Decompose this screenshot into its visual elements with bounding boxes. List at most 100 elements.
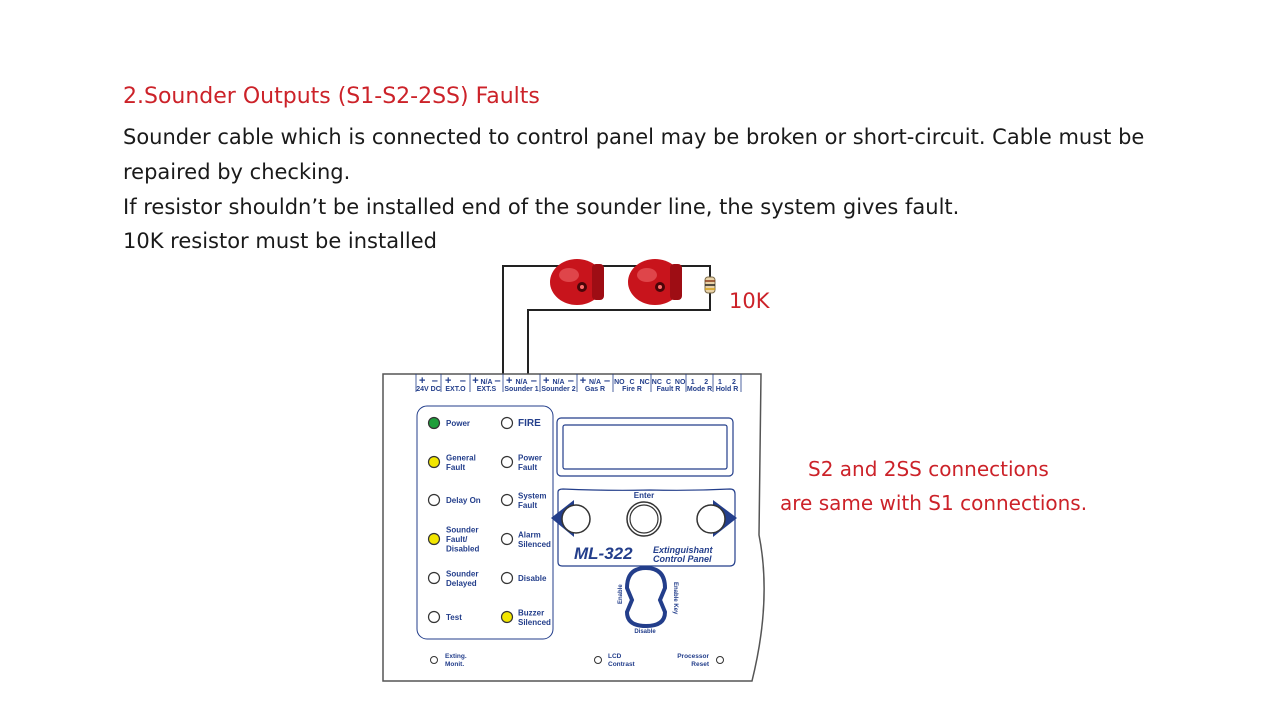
enable-label: Enable xyxy=(618,584,624,604)
terminal-2-1: + xyxy=(445,375,451,387)
right-led-6 xyxy=(500,610,514,624)
terminal-group-label: Gas R xyxy=(585,386,605,393)
right-led-label: Fault xyxy=(518,463,537,472)
terminal-5-3: – xyxy=(568,375,574,387)
disable-label: Disable xyxy=(634,629,656,635)
left-led-2 xyxy=(427,455,441,469)
left-led-label: Test xyxy=(446,613,462,622)
panel-subtitle-1: Extinguishant xyxy=(653,545,714,555)
terminal-strip: +–24V DC+–EXT.O+N/A–EXT.S+N/A–Sounder 1+… xyxy=(415,374,742,393)
left-led-label: General xyxy=(446,453,476,462)
terminal-group-label: EXT.S xyxy=(477,386,497,393)
right-led-label: Alarm xyxy=(518,530,541,539)
bottom-control-label: Exting. xyxy=(445,653,467,660)
model-label: ML-322 xyxy=(574,544,633,563)
right-led-5 xyxy=(500,571,514,585)
terminal-group-label: Fault R xyxy=(657,386,681,393)
terminal-5-1: + xyxy=(543,375,549,387)
right-led-label: Disable xyxy=(518,574,547,583)
side-note-line-2: are same with S1 connections. xyxy=(780,491,1088,515)
bottom-control-button[interactable] xyxy=(430,656,438,664)
enter-label: Enter xyxy=(634,491,654,500)
sounder-device-1-icon xyxy=(550,259,604,305)
resistor-value-label: 10K xyxy=(729,289,770,313)
terminal-group-label: Sounder 2 xyxy=(541,386,575,393)
left-led-label: Delay On xyxy=(446,496,481,505)
left-led-label: Power xyxy=(446,419,470,428)
panel-subtitle-2: Control Panel xyxy=(653,554,712,564)
terminal-1-1: + xyxy=(419,375,425,387)
terminal-group-label: Sounder 1 xyxy=(504,386,538,393)
terminal-group-label: Fire R xyxy=(622,386,642,393)
right-led-label: Silenced xyxy=(518,540,551,549)
terminal-1-2: – xyxy=(432,375,438,387)
right-led-label: System xyxy=(518,491,546,500)
right-button[interactable] xyxy=(696,504,726,534)
terminal-4-3: – xyxy=(531,375,537,387)
bottom-control-label: Monit. xyxy=(445,661,464,668)
terminal-group-label: EXT.O xyxy=(445,386,466,393)
right-led-2 xyxy=(500,455,514,469)
terminal-9-2: 2 xyxy=(704,379,708,386)
terminal-3-1: + xyxy=(472,375,478,387)
body-line-4: 10K resistor must be installed xyxy=(123,229,438,253)
terminal-5-2: N/A xyxy=(552,379,564,386)
left-led-4 xyxy=(427,532,441,546)
resistor-icon xyxy=(704,276,716,294)
left-led-label: Delayed xyxy=(446,579,477,588)
sounder-cable xyxy=(502,265,711,376)
terminal-3-2: N/A xyxy=(480,379,492,386)
led-section-frame xyxy=(416,405,554,640)
terminal-6-2: N/A xyxy=(589,379,601,386)
terminal-group-label: 24V DC xyxy=(416,386,441,393)
sounder-device-2-icon xyxy=(628,259,682,305)
right-led-label: Power xyxy=(518,453,542,462)
terminal-7-2: C xyxy=(629,379,634,386)
right-led-label: Buzzer xyxy=(518,608,544,617)
right-led-3 xyxy=(500,493,514,507)
left-led-5 xyxy=(427,571,441,585)
enable-key-label: Enable Key xyxy=(672,582,678,615)
bottom-control-label: Contrast xyxy=(608,661,636,668)
enter-button[interactable] xyxy=(629,504,659,534)
terminal-6-1: + xyxy=(580,375,586,387)
terminal-8-1: NC xyxy=(652,379,662,386)
right-led-4 xyxy=(500,532,514,546)
body-line-3: If resistor shouldn’t be installed end o… xyxy=(123,195,960,219)
terminal-8-2: C xyxy=(666,379,671,386)
bottom-control-label: Reset xyxy=(691,661,710,668)
terminal-4-1: + xyxy=(506,375,512,387)
terminal-4-2: N/A xyxy=(515,379,527,386)
left-led-label: Disabled xyxy=(446,545,479,554)
left-led-1 xyxy=(427,416,441,430)
terminal-10-1: 1 xyxy=(718,379,722,386)
right-led-label: Fault xyxy=(518,501,537,510)
right-led-label: FIRE xyxy=(518,418,541,429)
bottom-control-label: LCD xyxy=(608,653,622,660)
left-led-label: Sounder xyxy=(446,569,478,578)
right-led-1 xyxy=(500,416,514,430)
section-heading: 2.Sounder Outputs (S1-S2-2SS) Faults xyxy=(123,84,540,109)
left-led-label: Fault xyxy=(446,463,465,472)
left-led-6 xyxy=(427,610,441,624)
left-button[interactable] xyxy=(561,504,591,534)
enable-key-switch[interactable] xyxy=(624,565,668,629)
body-line-2: repaired by checking. xyxy=(123,160,351,184)
terminal-7-1: NO xyxy=(614,379,625,386)
left-led-label: Fault/ xyxy=(446,535,468,544)
terminal-group-label: Hold R xyxy=(716,386,739,393)
terminal-9-1: 1 xyxy=(691,379,695,386)
bottom-control-button[interactable] xyxy=(716,656,724,664)
terminal-2-2: – xyxy=(460,375,466,387)
left-led-label: Sounder xyxy=(446,526,478,535)
terminal-10-2: 2 xyxy=(732,379,736,386)
bottom-control-button[interactable] xyxy=(594,656,602,664)
terminal-8-3: NO xyxy=(675,379,686,386)
body-line-1: Sounder cable which is connected to cont… xyxy=(123,125,1145,149)
terminal-7-3: NC xyxy=(640,379,650,386)
terminal-group-label: Mode R xyxy=(687,386,712,393)
side-note-line-1: S2 and 2SS connections xyxy=(808,457,1049,481)
